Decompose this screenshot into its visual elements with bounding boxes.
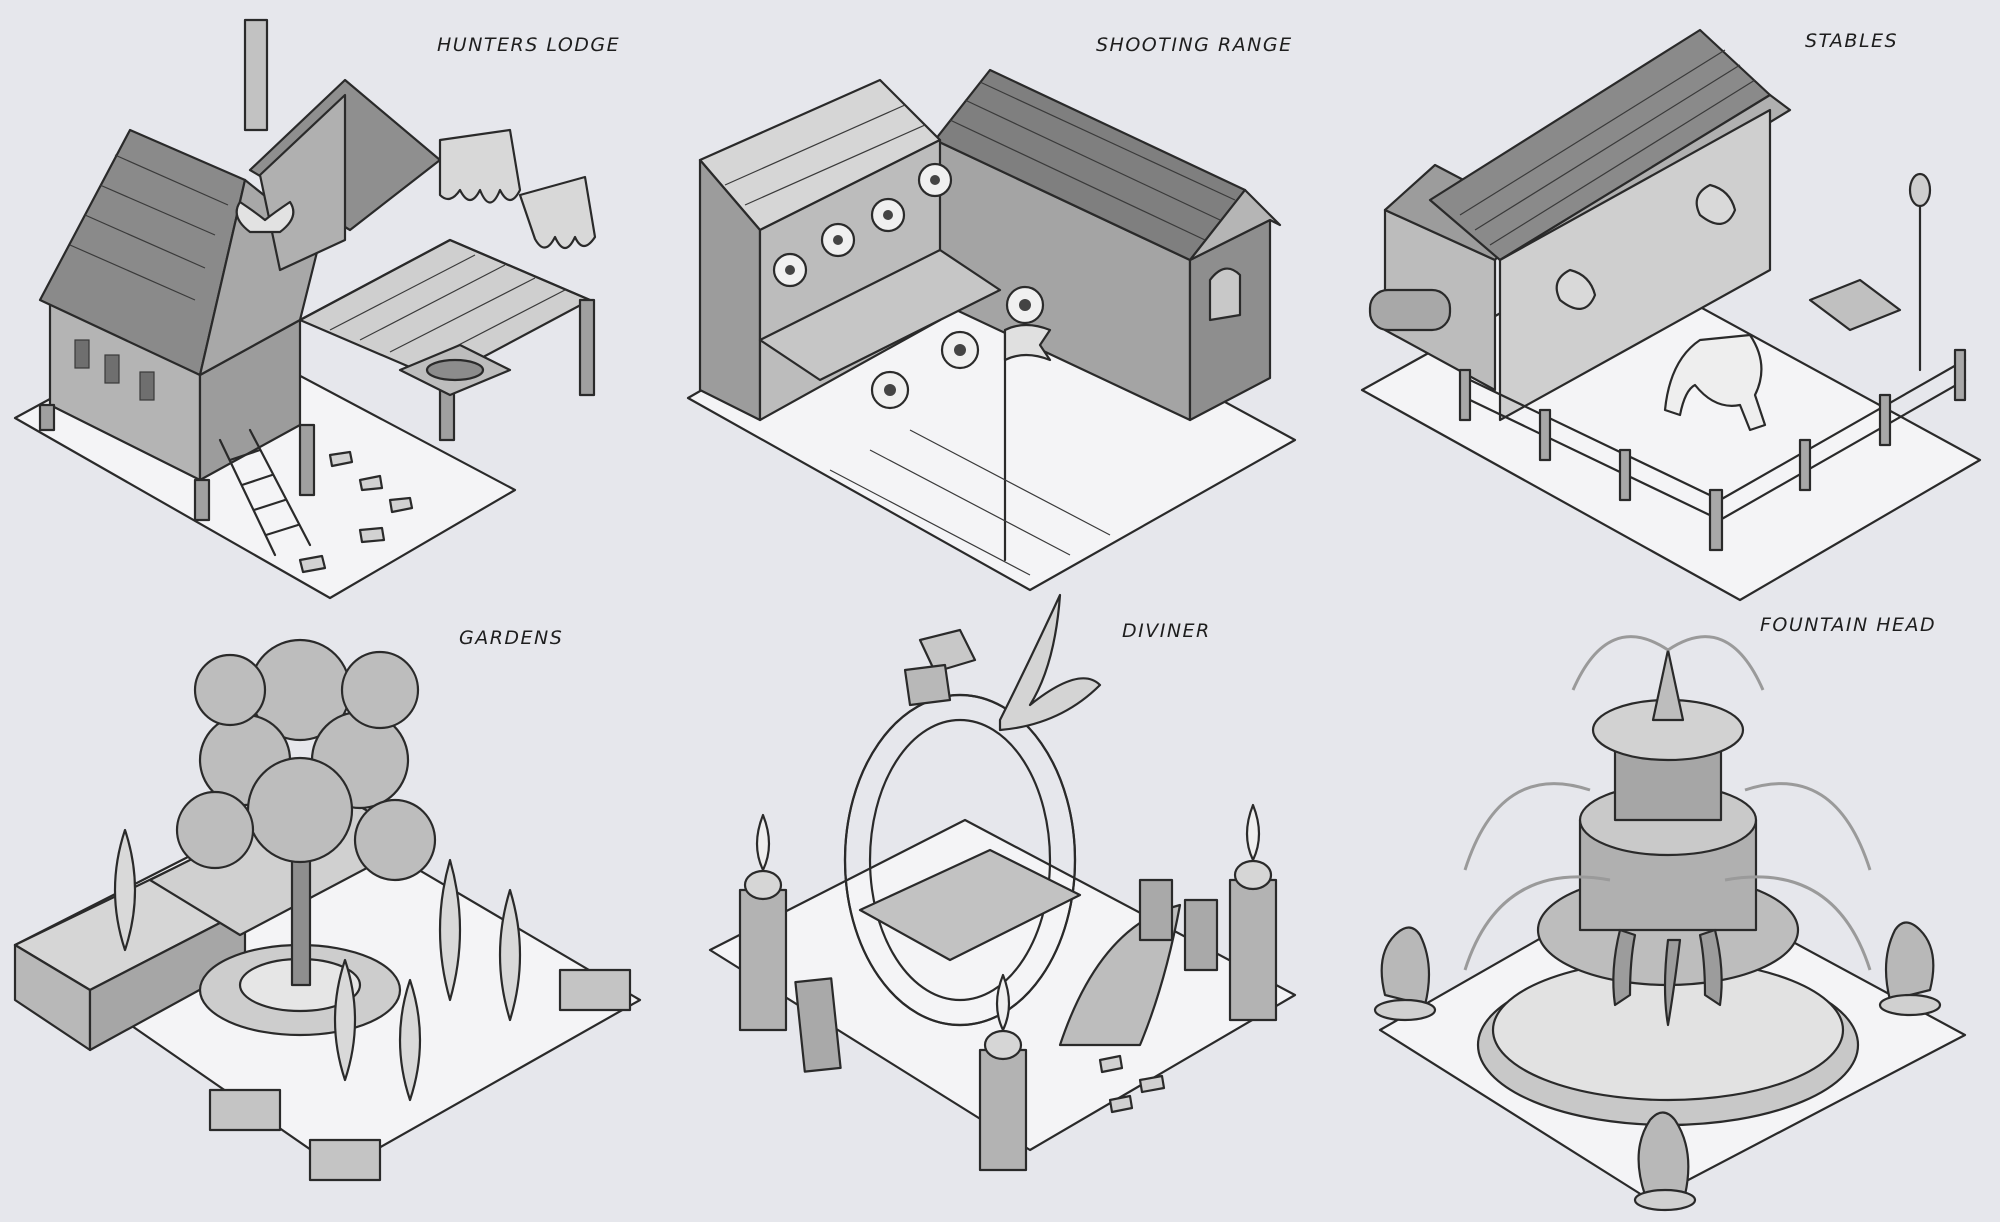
fountain-head-illustration [1373,635,1967,1212]
shooting-range-illustration [686,68,1297,592]
panel-title-shooting-range: SHOOTING RANGE [1096,34,1293,56]
panel-title-gardens: GARDENS [459,627,564,649]
hunters-lodge-illustration [13,18,597,600]
panel-title-fountain-head: FOUNTAIN HEAD [1760,614,1937,636]
gardens-illustration [13,638,642,1182]
panel-title-diviner: DIVINER [1122,620,1211,642]
panel-title-stables: STABLES [1805,30,1899,52]
stables-illustration [1360,28,1982,602]
panel-title-hunters-lodge: HUNTERS LODGE [437,34,621,56]
diviner-illustration [708,593,1297,1172]
